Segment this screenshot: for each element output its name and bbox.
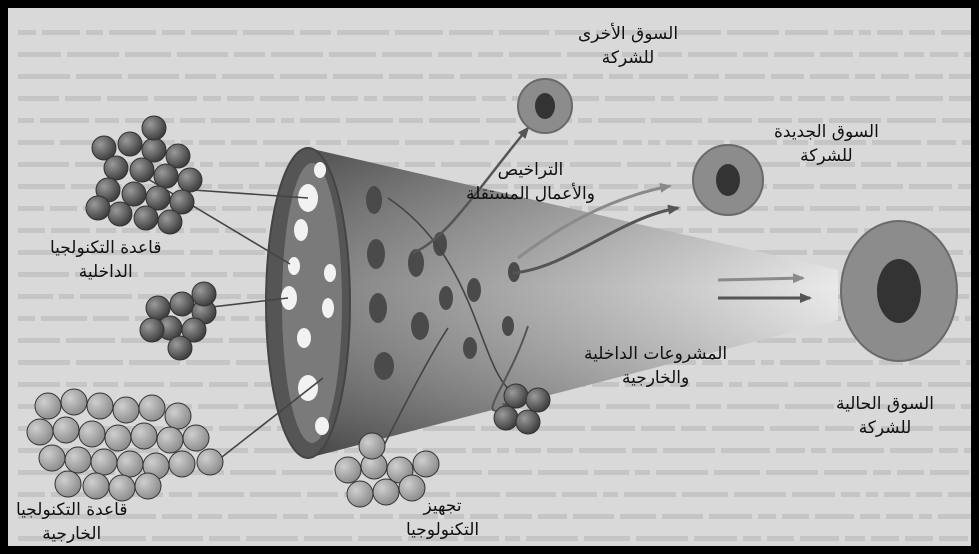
label-line: والأعمال المستقلة xyxy=(466,182,595,206)
technology-ball xyxy=(91,449,117,475)
label-current-market: السوق الحالية للشركة xyxy=(836,392,934,440)
label-line: تجهيز xyxy=(406,494,479,518)
technology-ball xyxy=(359,433,385,459)
technology-ball xyxy=(131,423,157,449)
technology-ball xyxy=(157,427,183,453)
technology-ball xyxy=(65,447,91,473)
technology-ball xyxy=(105,425,131,451)
technology-ball xyxy=(413,451,439,477)
technology-ball xyxy=(168,336,192,360)
label-internal-tech: قاعدة التكنولجيا الداخلية xyxy=(50,236,161,284)
technology-ball xyxy=(169,451,195,477)
label-line: قاعدة التكنولجيا xyxy=(16,498,127,522)
technology-ball xyxy=(526,388,550,412)
label-projects: المشروعات الداخلية والخارجية xyxy=(584,342,727,390)
label-line: الداخلية xyxy=(50,260,161,284)
label-line: للشركة xyxy=(578,46,678,70)
technology-ball xyxy=(183,425,209,451)
technology-ball xyxy=(86,196,110,220)
technology-ball xyxy=(122,182,146,206)
external-tech-cluster xyxy=(27,389,223,501)
technology-ball xyxy=(61,389,87,415)
technology-ball xyxy=(504,384,528,408)
technology-ball xyxy=(108,202,132,226)
technology-ball xyxy=(39,445,65,471)
technology-ball xyxy=(87,393,113,419)
technology-ball xyxy=(154,164,178,188)
technology-ball xyxy=(140,318,164,342)
technology-ball xyxy=(197,449,223,475)
technology-ball xyxy=(53,417,79,443)
technology-ball xyxy=(165,403,191,429)
internal-tech-cluster xyxy=(86,116,202,234)
market-new xyxy=(693,145,763,215)
technology-ball xyxy=(135,473,161,499)
label-line: السوق الحالية xyxy=(836,392,934,416)
label-tech-equipment: تجهيز التكنولوجيا xyxy=(406,494,479,542)
technology-ball xyxy=(130,158,154,182)
label-line: للشركة xyxy=(774,144,879,168)
technology-ball xyxy=(35,393,61,419)
technology-ball xyxy=(134,206,158,230)
label-line: الخارجية xyxy=(16,522,127,546)
market-other xyxy=(518,79,572,133)
label-external-tech: قاعدة التكنولجيا الخارجية xyxy=(16,498,127,546)
technology-ball xyxy=(139,395,165,421)
technology-ball xyxy=(27,419,53,445)
technology-ball xyxy=(158,210,182,234)
technology-ball xyxy=(113,397,139,423)
technology-ball xyxy=(373,479,399,505)
arrow-to-current-market-light xyxy=(718,278,803,280)
technology-ball xyxy=(79,421,105,447)
market-current xyxy=(841,221,957,361)
technology-ball xyxy=(178,168,202,192)
technology-ball xyxy=(117,451,143,477)
technology-ball xyxy=(55,471,81,497)
technology-ball xyxy=(192,282,216,306)
label-licenses: التراخيص والأعمال المستقلة xyxy=(466,158,595,206)
technology-ball xyxy=(142,116,166,140)
technology-ball xyxy=(170,292,194,316)
label-line: قاعدة التكنولجيا xyxy=(50,236,161,260)
technology-ball xyxy=(516,410,540,434)
technology-ball xyxy=(104,156,128,180)
label-line: والخارجية xyxy=(584,366,727,390)
internal-tech-small-cluster xyxy=(140,282,216,360)
label-line: السوق الأخرى xyxy=(578,22,678,46)
label-line: السوق الجديدة xyxy=(774,120,879,144)
label-line: التكنولوجيا xyxy=(406,518,479,542)
technology-ball xyxy=(335,457,361,483)
technology-ball xyxy=(118,132,142,156)
technology-ball xyxy=(494,406,518,430)
technology-ball xyxy=(347,481,373,507)
technology-ball xyxy=(83,473,109,499)
label-line: التراخيص xyxy=(466,158,595,182)
label-line: المشروعات الداخلية xyxy=(584,342,727,366)
label-new-market: السوق الجديدة للشركة xyxy=(774,120,879,168)
label-line: للشركة xyxy=(836,416,934,440)
label-other-market: السوق الأخرى للشركة xyxy=(578,22,678,70)
